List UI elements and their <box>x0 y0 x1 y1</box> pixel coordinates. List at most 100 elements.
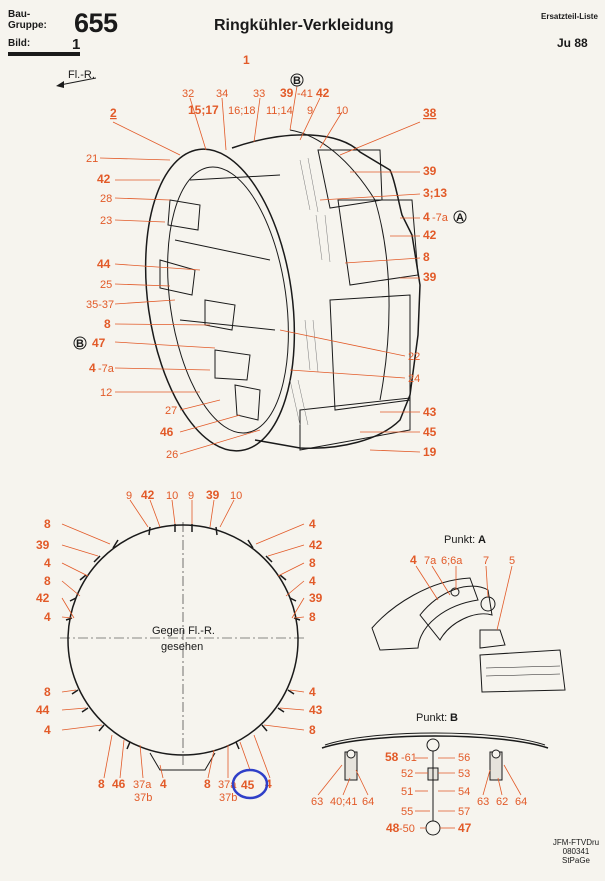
part-label: 63 <box>311 796 323 808</box>
part-label: 10 <box>166 490 178 502</box>
punkt-b-leaders <box>317 757 522 829</box>
part-label: 8 <box>44 685 51 699</box>
cowling-outline <box>231 134 421 449</box>
part-label: 48 <box>386 821 400 835</box>
ring-bottom-cutout <box>149 752 216 771</box>
part-label: 8 <box>309 610 316 624</box>
part-label: 8 <box>104 317 111 331</box>
punkt-a-title: Punkt: <box>444 534 475 546</box>
part-label: 63 <box>477 796 489 808</box>
part-label: 39 <box>423 270 437 284</box>
part-label: 42 <box>36 591 50 605</box>
part-label: 21 <box>86 153 98 165</box>
part-label: 4 <box>309 685 316 699</box>
footer-code: JFM-FTVDru 080341 StPaGe <box>548 838 604 865</box>
part-label: 39 <box>309 591 323 605</box>
part-label: 64 <box>515 796 527 808</box>
part-label: 37a <box>133 779 152 791</box>
part-label: -7a <box>98 363 115 375</box>
ring-arc-inner <box>324 732 546 746</box>
part-label: -7a <box>432 212 449 224</box>
bild-label: Bild: <box>8 38 31 49</box>
part-label: 11;14 <box>266 105 293 117</box>
part-label: 7a <box>424 555 437 567</box>
gruppe-label: Gruppe: <box>8 20 47 31</box>
part-label: 4 <box>44 723 51 737</box>
ring-caption-1: Gegen Fl.-R. <box>152 625 215 637</box>
flight-direction-label: Fl.-R. <box>68 69 95 81</box>
part-label: 62 <box>496 796 508 808</box>
marker-b-circle-left <box>73 336 87 350</box>
part-label: 9 <box>307 105 313 117</box>
ring-caption-2: gesehen <box>161 641 203 653</box>
part-label: 58 <box>385 750 399 764</box>
part-label: 33 <box>253 88 265 100</box>
hinge-strap <box>479 649 566 693</box>
fastener-assembly <box>344 738 503 836</box>
part-label: 54 <box>458 786 470 798</box>
part-label: 4 <box>423 210 430 224</box>
part-label: 8 <box>309 556 316 570</box>
part-label: 25 <box>100 279 112 291</box>
panel-39 <box>329 294 411 411</box>
part-label: 39 <box>36 538 50 552</box>
marker-b-circle <box>290 73 304 87</box>
part-label: 2 <box>110 106 117 120</box>
part-label: 38 <box>423 106 437 120</box>
part-label: 39 <box>206 488 220 502</box>
panel-42 <box>337 199 419 286</box>
part-label: 45 <box>423 425 437 439</box>
model-label: Ju 88 <box>557 36 588 50</box>
figure-number: 1 <box>243 53 250 67</box>
part-label: 42 <box>316 86 330 100</box>
cowling-illustration: Fl.-R. 1 <box>56 53 467 461</box>
part-label: 9 <box>188 490 194 502</box>
part-label: 19 <box>423 445 437 459</box>
part-label: 6;6a <box>441 555 463 567</box>
part-label: 4 <box>410 553 417 567</box>
pivot-pin <box>450 587 460 597</box>
part-label: 12 <box>100 387 112 399</box>
part-label: 4 <box>309 574 316 588</box>
ring-front-view: Gegen Fl.-R. gesehen <box>36 488 323 804</box>
panel-seam-1 <box>289 129 390 401</box>
part-label: 28 <box>100 193 112 205</box>
highlighted-part-45: 45 <box>241 778 255 792</box>
strap-hatching <box>485 665 561 677</box>
part-label: 8 <box>44 574 51 588</box>
part-label: 10 <box>336 105 348 117</box>
part-label: 64 <box>362 796 374 808</box>
part-label: 42 <box>309 538 323 552</box>
part-label: 47 <box>92 336 106 350</box>
part-label: 42 <box>97 172 111 186</box>
part-label: 44 <box>97 257 111 271</box>
hinge-block <box>479 629 506 649</box>
part-label: 4 <box>160 777 167 791</box>
part-label: 51 <box>401 786 413 798</box>
bracket-arm <box>419 585 493 641</box>
ring-front-outer <box>144 148 296 452</box>
flight-direction-arrow <box>59 77 97 86</box>
part-label: 3;13 <box>423 186 447 200</box>
part-label: 8 <box>423 250 430 264</box>
marker-b-top: B <box>293 75 301 87</box>
part-label: 8 <box>204 777 211 791</box>
page-title: Ringkühler-Verkleidung <box>214 17 394 34</box>
footer-line-2: 080341 <box>562 847 590 856</box>
ring-arc <box>321 735 549 749</box>
part-label: 44 <box>36 703 50 717</box>
bild-number: 1 <box>72 36 81 53</box>
part-label: 9 <box>126 490 132 502</box>
footer-line-3: StPaGe <box>561 856 590 865</box>
part-label: 43 <box>423 405 437 419</box>
part-label: 46 <box>160 425 174 439</box>
part-label: 4 <box>89 361 96 375</box>
detail-punkt-a: Punkt: A 4 7a 6;6a 7 5 <box>371 534 566 693</box>
part-label: 32 <box>182 88 194 100</box>
ring-fasteners <box>65 524 301 750</box>
part-label: 47 <box>458 821 472 835</box>
punkt-b-letter: B <box>450 712 458 724</box>
part-label: 42 <box>423 228 437 242</box>
